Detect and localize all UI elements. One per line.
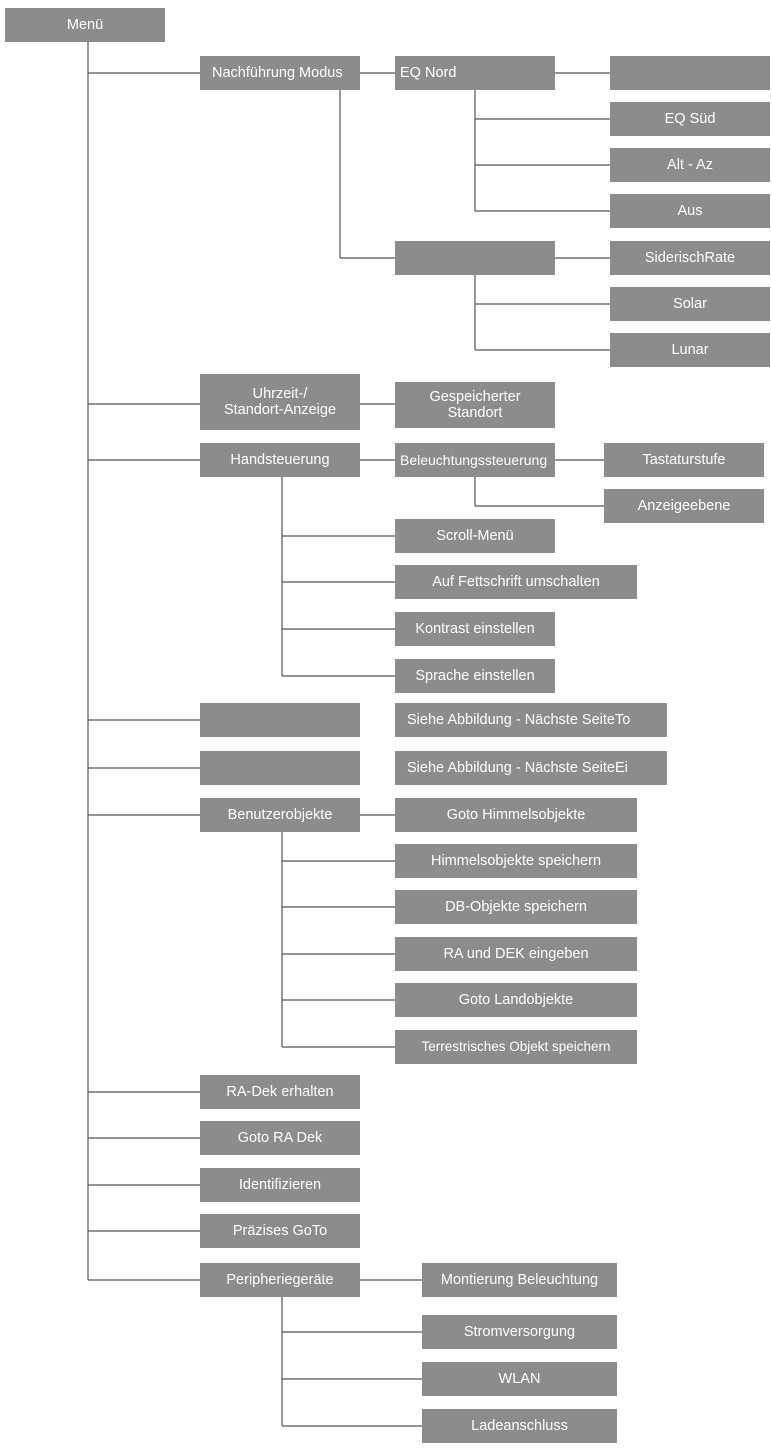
node-himmelsobjekte-speichern[interactable]: Himmelsobjekte speichern — [395, 844, 637, 878]
node-anzeigeebene[interactable]: Anzeigeebene — [604, 489, 764, 523]
node-goto-himmelsobjekte[interactable]: Goto Himmelsobjekte — [395, 798, 637, 832]
node-uhrzeit[interactable]: Uhrzeit-/ Standort-Anzeige — [200, 374, 360, 430]
node-identifizieren[interactable]: Identifizieren — [200, 1168, 360, 1202]
node-eq-sued[interactable]: EQ Süd — [610, 102, 770, 136]
node-siehe-abbildung-1[interactable]: Siehe Abbildung - Nächste SeiteTo — [395, 703, 667, 737]
node-solar[interactable]: Solar — [610, 287, 770, 321]
node-aus[interactable]: Aus — [610, 194, 770, 228]
node-scroll-menu[interactable]: Scroll-Menü — [395, 519, 555, 553]
node-peripheriegeraete[interactable]: Peripheriegeräte — [200, 1263, 360, 1297]
node-blank-eq-nord-child — [610, 56, 770, 90]
node-blank-2 — [200, 751, 360, 785]
node-tastaturstufe[interactable]: Tastaturstufe — [604, 443, 764, 477]
node-blank-1 — [200, 703, 360, 737]
node-gespeicherter-standort[interactable]: Gespeicherter Standort — [395, 382, 555, 428]
node-siderisch-rate[interactable]: SiderischRate — [610, 241, 770, 275]
node-menu[interactable]: Menü — [5, 8, 165, 42]
node-goto-ra-dek[interactable]: Goto RA Dek — [200, 1121, 360, 1155]
node-terrestrisches-objekt[interactable]: Terrestrisches Objekt speichern — [395, 1030, 637, 1064]
node-blank-rate — [395, 241, 555, 275]
node-tracking-mode[interactable]: Nachführung Modus — [200, 56, 360, 90]
node-stromversorgung[interactable]: Stromversorgung — [422, 1315, 617, 1349]
node-fettschrift[interactable]: Auf Fettschrift umschalten — [395, 565, 637, 599]
node-goto-landobjekte[interactable]: Goto Landobjekte — [395, 983, 637, 1017]
node-ra-dek-eingeben[interactable]: RA und DEK eingeben — [395, 937, 637, 971]
node-alt-az[interactable]: Alt - Az — [610, 148, 770, 182]
node-siehe-abbildung-2[interactable]: Siehe Abbildung - Nächste SeiteEi — [395, 751, 667, 785]
node-kontrast[interactable]: Kontrast einstellen — [395, 612, 555, 646]
node-handsteuerung[interactable]: Handsteuerung — [200, 443, 360, 477]
node-beleuchtungssteuerung[interactable]: Beleuchtungssteuerung — [395, 443, 555, 477]
node-ra-dek-erhalten[interactable]: RA-Dek erhalten — [200, 1075, 360, 1109]
node-wlan[interactable]: WLAN — [422, 1362, 617, 1396]
node-praezises-goto[interactable]: Präzises GoTo — [200, 1214, 360, 1248]
node-eq-nord[interactable]: EQ Nord — [395, 56, 555, 90]
node-sprache[interactable]: Sprache einstellen — [395, 659, 555, 693]
node-montierung-beleuchtung[interactable]: Montierung Beleuchtung — [422, 1263, 617, 1297]
node-benutzerobjekte[interactable]: Benutzerobjekte — [200, 798, 360, 832]
node-lunar[interactable]: Lunar — [610, 333, 770, 367]
node-ladeanschluss[interactable]: Ladeanschluss — [422, 1409, 617, 1443]
node-db-objekte-speichern[interactable]: DB-Objekte speichern — [395, 890, 637, 924]
